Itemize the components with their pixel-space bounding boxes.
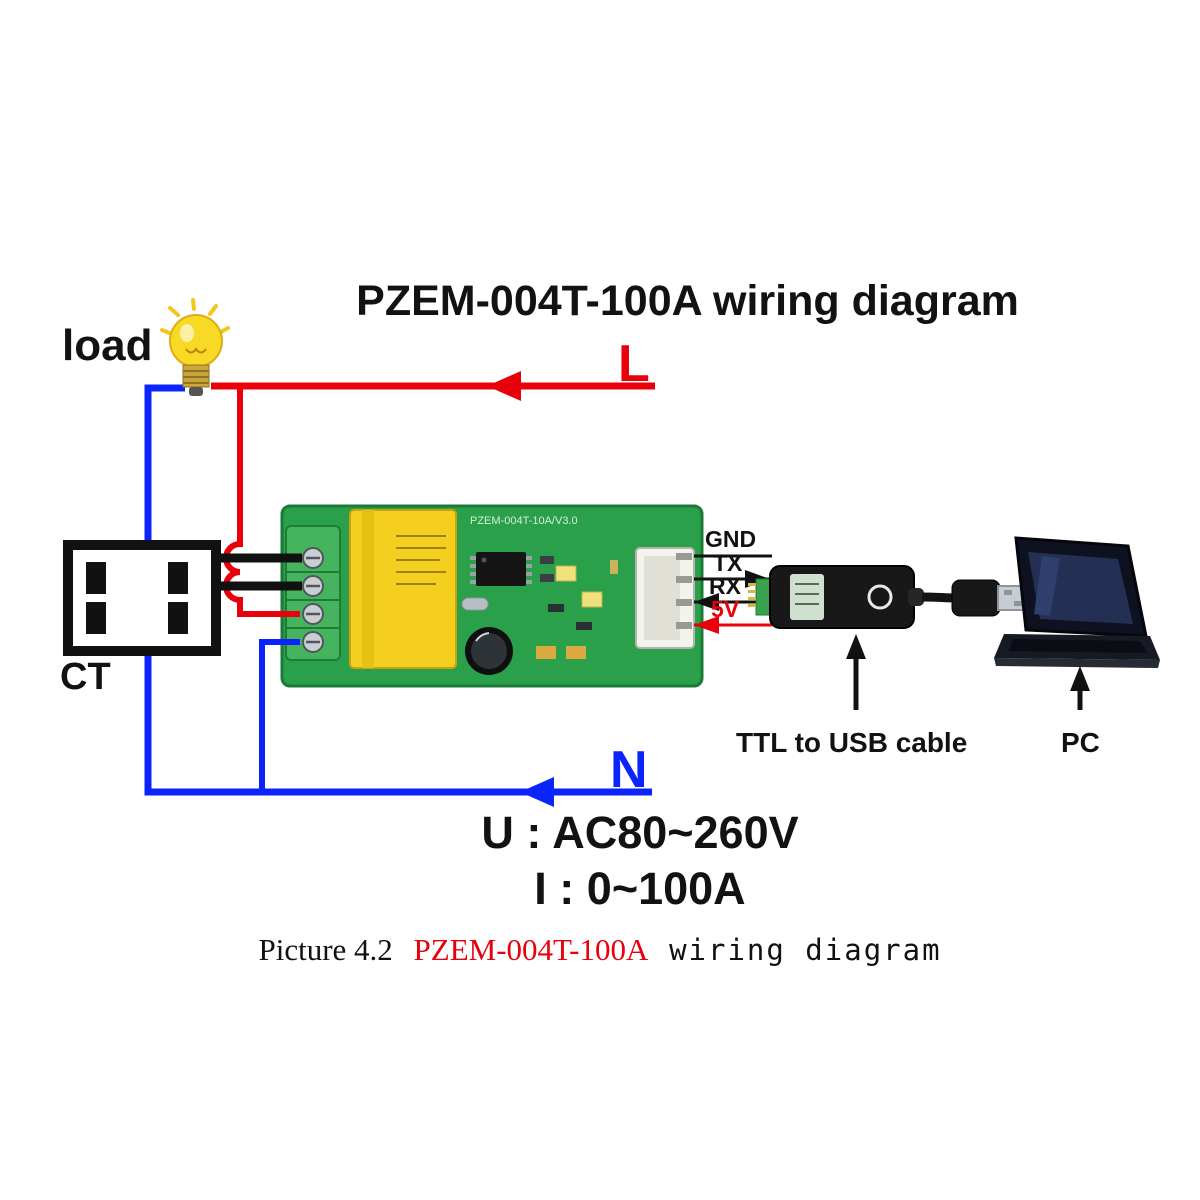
caption-suffix: wiring diagram	[669, 933, 942, 967]
laptop-icon	[994, 536, 1160, 668]
neutral-tap-wire	[259, 639, 300, 792]
ct-label: CT	[60, 656, 111, 698]
load-label: load	[62, 321, 153, 370]
ttl-usb-cable-label: TTL to USB cable	[736, 727, 968, 758]
light-bulb-icon	[160, 298, 230, 396]
ic-chip-icon	[470, 552, 532, 586]
caption-prefix: Picture 4.2	[258, 932, 393, 967]
jst-connector-icon	[635, 547, 695, 649]
current-range-text: I : 0~100A	[534, 863, 746, 914]
line-tap-wire	[223, 386, 300, 617]
caption: Picture 4.2 PZEM-004T-100A wiring diagra…	[0, 932, 1200, 968]
pc-pointer-arrow	[1070, 666, 1090, 710]
bulb-rays	[160, 298, 230, 336]
gnd-pin-label: GND	[705, 526, 757, 552]
tx-pin-label: TX	[713, 550, 743, 576]
line-wire-arrow	[487, 371, 521, 401]
rx-pin-label: RX	[709, 573, 741, 599]
smd-components	[461, 556, 618, 659]
usb-plug-icon	[951, 579, 1027, 617]
5v-pin-label: 5V	[711, 596, 740, 622]
rx-arrow	[694, 593, 719, 611]
terminal-block	[285, 525, 341, 661]
ttl-usb-adapter-icon	[748, 565, 1027, 629]
transformer-icon	[349, 509, 457, 669]
board-silkscreen-text: PZEM-004T-10A/V3.0	[470, 515, 578, 527]
pzem-board: PZEM-004T-10A/V3.0	[280, 504, 704, 688]
diagram-title: PZEM-004T-100A wiring diagram	[356, 277, 1019, 325]
neutral-wire-label: N	[610, 741, 648, 799]
line-wire-label: L	[618, 335, 650, 393]
pc-label: PC	[1061, 727, 1100, 758]
capacitor-icon	[465, 627, 513, 675]
adapter-pointer-arrow	[846, 634, 866, 710]
voltage-range-text: U : AC80~260V	[481, 807, 799, 858]
ct-symbol	[63, 540, 221, 656]
v5-arrow	[694, 616, 719, 634]
caption-model: PZEM-004T-100A	[413, 932, 649, 967]
neutral-wire-arrow	[520, 777, 554, 807]
